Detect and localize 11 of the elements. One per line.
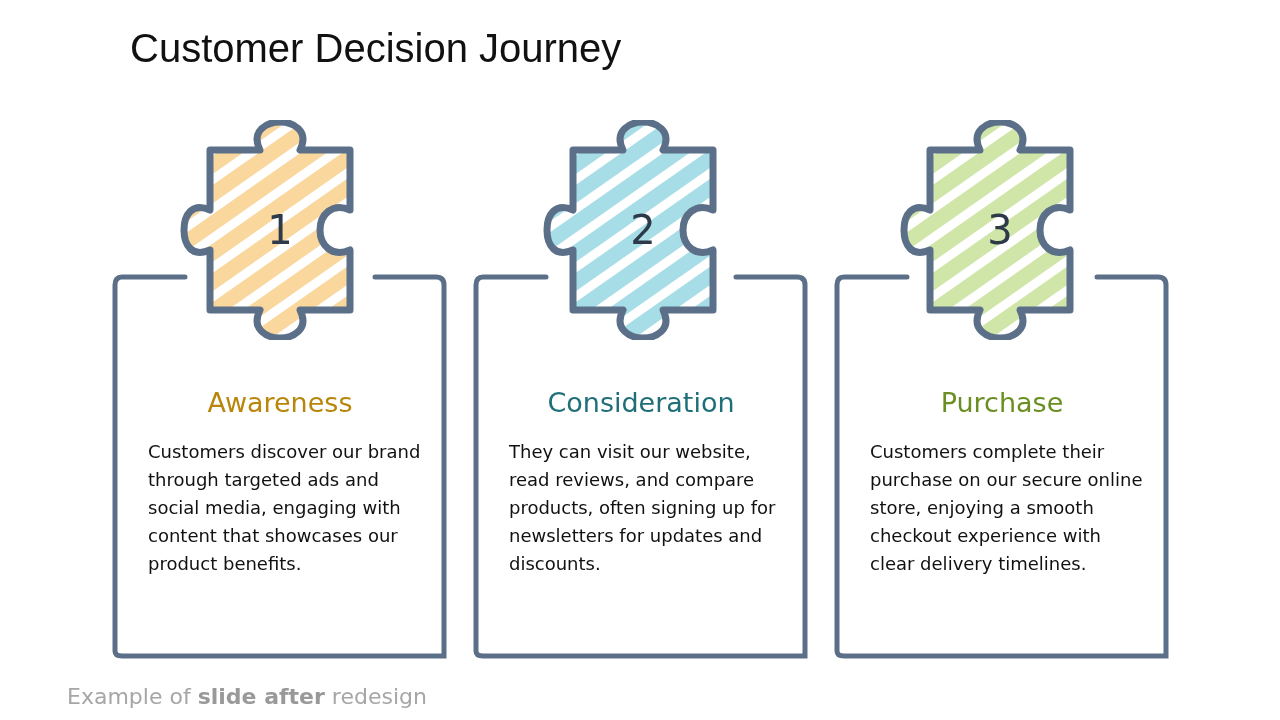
card-description: They can visit our website, read reviews, and compare products, often signing up for newsletters for updates and discounts. — [509, 440, 777, 576]
card-heading: Consideration — [546, 387, 736, 418]
step-number: 1 — [267, 207, 293, 253]
caption: Example of slide after redesign — [67, 684, 427, 709]
card-heading: Awareness — [206, 387, 354, 418]
card-description: Customers complete their purchase on our secure online store, enjoying a smooth checkout experience with clear delivery timelines. — [870, 440, 1144, 576]
card-description: Customers discover our brand through targeted ads and social media, engaging with content that showcases our product benefits. — [148, 440, 422, 576]
card-heading: Purchase — [939, 387, 1065, 418]
step-number: 3 — [987, 207, 1013, 253]
slide-title: Customer Decision Journey — [130, 26, 622, 71]
step-number: 2 — [630, 207, 656, 253]
